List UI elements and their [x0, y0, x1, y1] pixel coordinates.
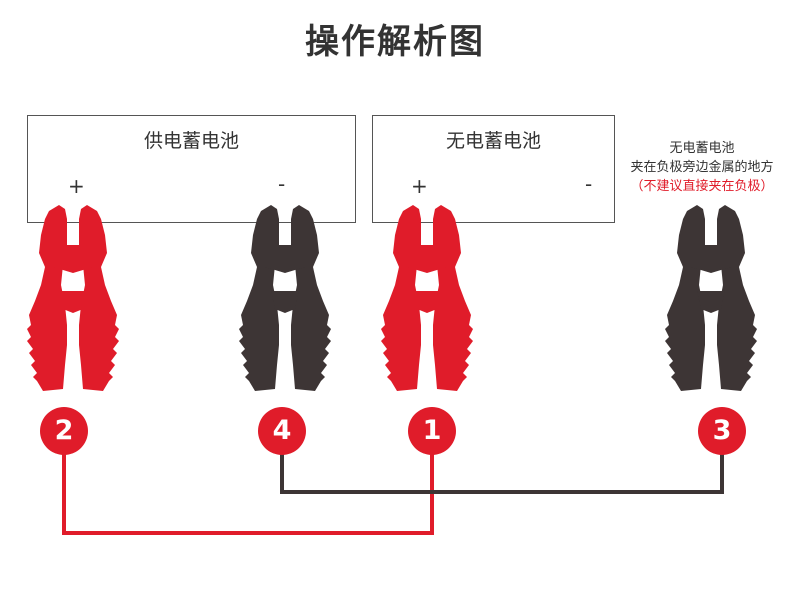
donor-negative-black-clamp — [239, 205, 331, 391]
page-title: 操作解析图 — [305, 22, 485, 62]
dead-battery-box: 无电蓄电池 + - — [372, 115, 615, 223]
donor-negative-sign: - — [278, 172, 286, 196]
dead-battery-label: 无电蓄电池 — [445, 130, 541, 152]
ground-note-line1: 无电蓄电池 — [669, 141, 735, 156]
donor-positive-red-clamp — [27, 205, 119, 391]
dead-negative-sign: - — [585, 172, 593, 196]
ground-note-warning: （不建议直接夹在负极） — [630, 179, 774, 194]
donor-battery-box: 供电蓄电池 + - — [27, 115, 356, 223]
dead-positive-red-clamp — [381, 205, 473, 391]
black-wire — [280, 452, 724, 494]
step-badge-2: 2 — [40, 407, 88, 455]
step-badge-1: 1 — [408, 407, 456, 455]
dead-positive-sign: + — [411, 174, 428, 198]
ground-note-line2: 夹在负极旁边金属的地方 — [630, 160, 774, 175]
ground-black-clamp — [665, 205, 757, 391]
donor-battery-label: 供电蓄电池 — [143, 130, 239, 152]
step-badge-4: 4 — [258, 407, 306, 455]
ground-note: 无电蓄电池 夹在负极旁边金属的地方 （不建议直接夹在负极） — [622, 139, 782, 196]
step-badge-3: 3 — [698, 407, 746, 455]
donor-positive-sign: + — [68, 174, 85, 198]
